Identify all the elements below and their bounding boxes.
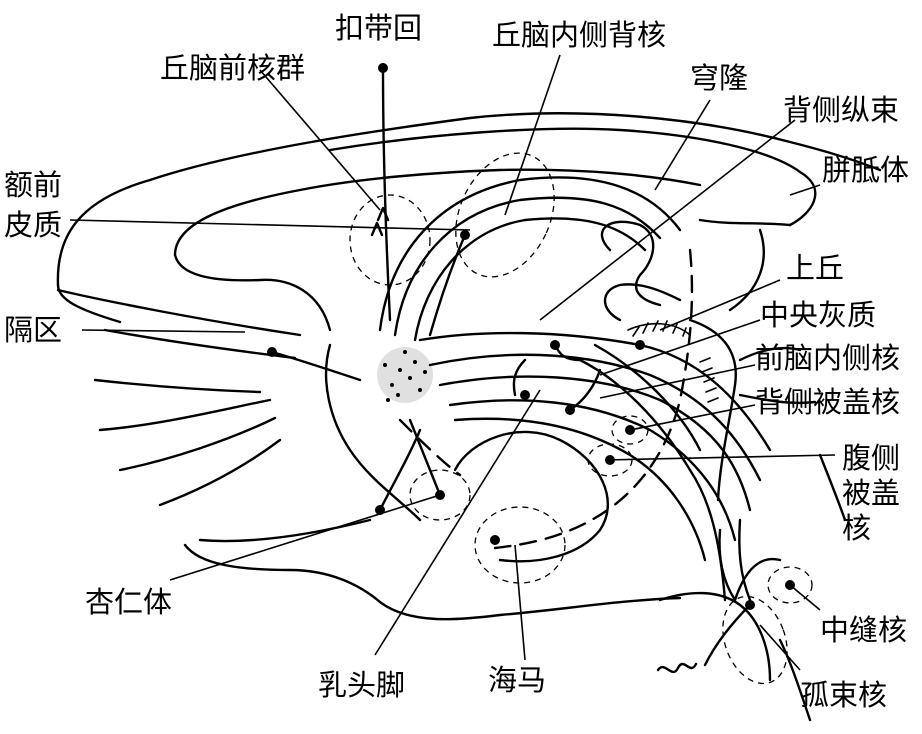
label-ventral-tegmental-nucleus-line2: 被盖 (842, 476, 900, 510)
label-anterior-thalamic-nuclei: 丘脑前核群 (160, 51, 305, 85)
label-hippocampus: 海马 (488, 663, 546, 697)
label-frontal-cortex-line1: 额前 (4, 168, 62, 202)
label-fornix: 穹隆 (690, 61, 748, 95)
label-ventral-tegmental-nucleus-line3: 核 (842, 511, 871, 545)
label-corpus-callosum: 胼胝体 (822, 153, 909, 187)
fiber-pathways (272, 68, 770, 665)
leader-lines (70, 55, 835, 670)
label-cingulate-gyrus: 扣带回 (335, 11, 422, 45)
label-mediodorsal-thalamic-nucleus: 丘脑内侧背核 (492, 18, 666, 52)
labels: 扣带回 丘脑内侧背核 丘脑前核群 穹隆 背侧纵束 额前 皮质 胼胝体 隔区 上丘… (4, 11, 909, 712)
label-septal-area: 隔区 (4, 313, 62, 347)
label-mammillary-peduncle: 乳头脚 (318, 668, 405, 702)
label-superior-colliculus: 上丘 (786, 251, 844, 285)
label-amygdala: 杏仁体 (85, 585, 172, 619)
label-ventral-tegmental-nucleus-line1: 腹侧 (842, 441, 900, 475)
label-solitary-nucleus: 孤束核 (800, 678, 887, 712)
pathway-terminals (267, 63, 795, 610)
label-raphe-nuclei: 中缝核 (820, 613, 907, 647)
label-dorsal-longitudinal-fasciculus: 背侧纵束 (783, 93, 899, 127)
label-central-gray: 中央灰质 (760, 298, 876, 332)
label-medial-forebrain-bundle: 前脑内侧核 (755, 341, 900, 375)
septal-hub-stipple (377, 347, 433, 403)
label-frontal-cortex-line2: 皮质 (4, 208, 62, 242)
label-dorsal-tegmental-nucleus: 背侧被盖核 (755, 385, 900, 419)
